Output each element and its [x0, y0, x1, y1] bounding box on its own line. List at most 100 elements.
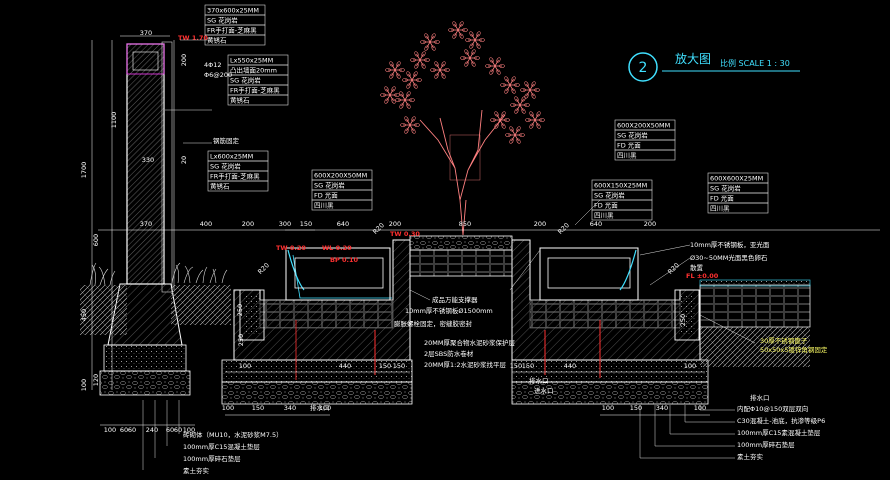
label-box-line: 黄锈石 [207, 36, 227, 45]
dimension-label: R20 [256, 261, 271, 276]
note-drain-2: 进水口 [534, 386, 554, 395]
label-box-line: SG 花岗岩 [710, 184, 741, 193]
note-drain-3: 排水口 [310, 403, 330, 412]
legend-right-item: 素土夯实 [737, 452, 764, 461]
note-waterproof-3: 20MM厚1:2水泥砂浆找平层 [424, 360, 506, 369]
dimension-label: 200 [180, 54, 188, 66]
dimension-label: 100 [239, 362, 251, 370]
legend-right-item: 100mm厚碎石垫层 [737, 440, 795, 449]
note-drain-1: 排水口 [529, 376, 549, 385]
dimension-label: 20 [180, 156, 188, 164]
note-steel-plate: 10mm厚不锈钢板，亚光面 [690, 240, 770, 249]
dimension-label: 150 [300, 220, 312, 228]
dimension-label: 150 [379, 362, 391, 370]
ground-mid [171, 285, 231, 325]
label-box-line: 黄锈石 [230, 96, 250, 105]
note-waterproof-2: 2层SBS防水卷材 [424, 349, 474, 358]
dimension-label: R20 [371, 221, 386, 236]
label-box-line: SG 花岗岩 [210, 162, 241, 171]
tree-symbol [380, 21, 545, 236]
dimension-label: 150 [252, 404, 264, 412]
label-box-line: 四川黑 [314, 202, 334, 210]
legend-right-item: C30混凝土-池底，抗渗等级P6 [737, 416, 825, 425]
label-box-line: 四川黑 [594, 212, 614, 220]
dimension-label: 400 [200, 220, 212, 228]
dimension-label: 100 [183, 426, 195, 434]
dimension-label: 200 [534, 220, 546, 228]
note-waterproof-1: 20MM厚聚合物水泥砂浆保护层 [424, 338, 515, 347]
label-box-line: Lx600x25MM [210, 153, 253, 161]
dimension-label: 150 [630, 404, 642, 412]
dimension-label: 200 [644, 220, 656, 228]
label-box-line: SG 花岗岩 [594, 191, 625, 200]
dimension-label: 100 [222, 404, 234, 412]
dimension-label: 100 [319, 404, 331, 412]
dimension-label: 440 [564, 362, 576, 370]
legend-right-item: 100mm厚C15素混凝土垫层 [737, 428, 821, 437]
label-box-line: SG 花岗岩 [230, 76, 261, 85]
dimension-label: 120 [92, 374, 100, 386]
label-box-line: FD 光面 [594, 201, 618, 210]
label-box-line: FD 光面 [710, 194, 734, 203]
dimension-label: 100 [602, 404, 614, 412]
dimension-label: 340 [656, 404, 668, 412]
dimension-label: 60 [166, 426, 174, 434]
dimension-label: 100 [104, 426, 116, 434]
dimension-label: 240 [146, 426, 158, 434]
dimension-label: 200 [242, 220, 254, 228]
label-box-line: 凸出墙面20mm [230, 66, 277, 75]
note-angle-1: 30厚不锈钢篦子 [760, 336, 808, 345]
note-pebbles-2: 散置 [690, 263, 704, 272]
legend-left-item: 100mm厚C15混凝土垫层 [183, 442, 260, 451]
dimension-label: 150 [522, 362, 534, 370]
dimension-label: 850 [459, 220, 471, 228]
note-plate1500: 10mm厚不锈钢板Ø1500mm [405, 306, 493, 315]
dimension-label: 1700 [80, 162, 88, 179]
notes: 10mm厚不锈钢板，亚光面 Ø30~50MM光面黑色卵石 散置 成品万能支撑器 … [310, 240, 828, 412]
steel-fix-note: 钢筋固定 [213, 136, 240, 145]
dimension-label: 440 [339, 362, 351, 370]
legend-right-item: 内配Φ10@150双层双向 [737, 404, 808, 413]
label-box-line: 600X150X25MM [594, 182, 647, 190]
level-tw3: TW 0.30 [390, 230, 420, 238]
label-box-line: FR手打面-芝麻黑 [210, 172, 260, 181]
level-fl: FL ±0.00 [686, 272, 719, 280]
label-box-line: 600X600X25MM [710, 175, 763, 183]
dimension-label: 640 [590, 220, 602, 228]
legend-right: 内配Φ10@150双层双向 C30混凝土-池底，抗渗等级P6 100mm厚C15素混… [737, 404, 825, 461]
dimension-label: 150 [510, 362, 522, 370]
dimension-label: 100 [684, 362, 696, 370]
note-bolt: 膨胀螺栓固定，密缝胶密封 [394, 319, 473, 328]
level-tw1: TW 1.70 [178, 34, 208, 42]
label-box-line: FD 光面 [617, 141, 641, 150]
label-box-line: 370x600x25MM [207, 7, 259, 15]
dimension-label: 250 [679, 314, 687, 326]
label-box-line: SG 花岗岩 [207, 16, 238, 25]
dimension-label: 340 [284, 404, 296, 412]
dimension-label: 330 [142, 156, 154, 164]
dimension-label: R20 [666, 261, 681, 276]
legend-left-item: 砖砌体（MU10，水泥砂浆M7.5） [183, 430, 283, 439]
label-box-line: 600X200X50MM [617, 122, 670, 130]
detail-badge: 2 放大图 比例 SCALE 1 : 30 [628, 51, 800, 82]
note-pebbles-1: Ø30~50MM光面黑色卵石 [690, 253, 768, 262]
label-box-line: 600X200X50MM [314, 172, 367, 180]
dimension-label: 60 [128, 426, 136, 434]
dimension-label: 60 [174, 426, 182, 434]
label-box-line: FR手打面-芝麻黑 [207, 26, 257, 35]
rebar-note-1: 4Φ12 [204, 61, 222, 69]
pool-structure [221, 235, 811, 405]
label-box-line: FR手打面-芝麻黑 [230, 86, 280, 95]
dimension-label: R20 [556, 221, 571, 236]
dimension-label: 60 [120, 426, 128, 434]
